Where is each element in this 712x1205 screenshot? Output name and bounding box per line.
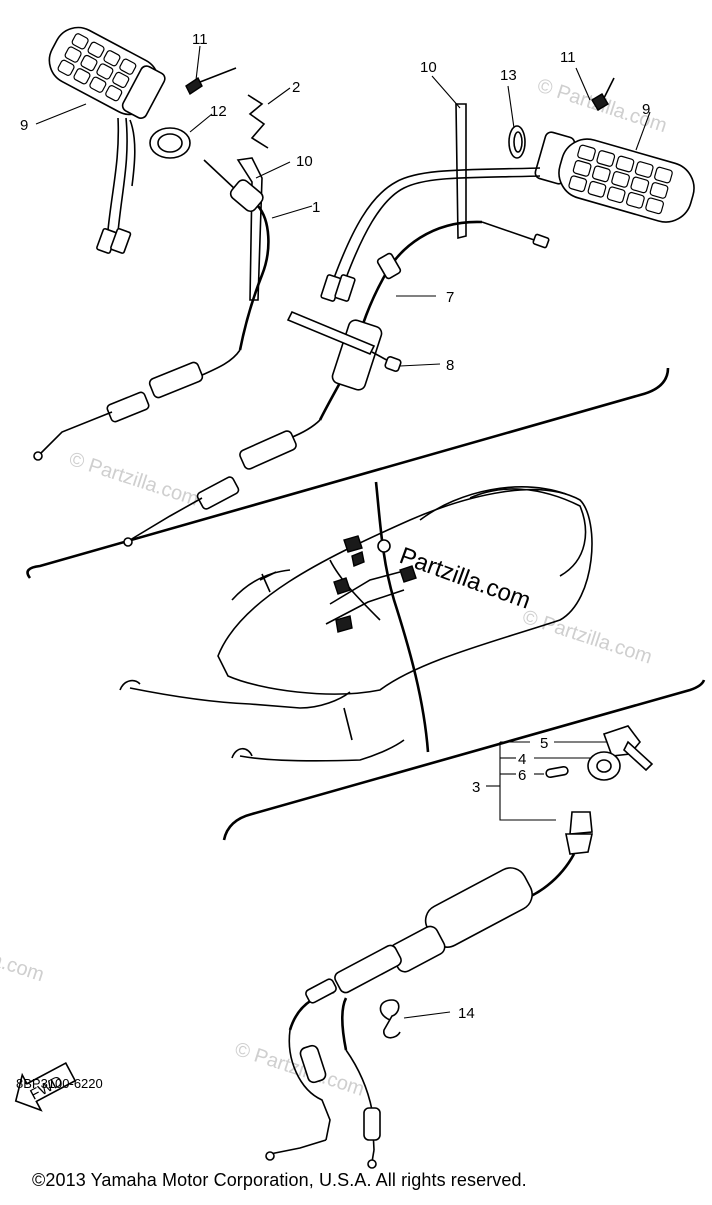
callout-number: 10 [296,153,313,170]
screw-part-11 [591,77,615,111]
callout-number: 6 [518,767,526,784]
switch-cable-assembly [265,811,593,1169]
leader-line [267,87,291,105]
grip-wire [107,117,120,231]
callout-number: 5 [540,735,548,752]
callout-number: 11 [560,49,576,66]
callout-number: 3 [472,779,480,796]
leader-line [399,363,441,367]
section-connector-line [374,481,430,753]
pin-part-6 [545,765,569,779]
throttle-cable-part-1 [33,159,270,461]
leader-line [635,111,651,151]
callout-number: 7 [446,289,454,306]
right-grip [534,131,695,223]
callout-number: 2 [292,79,300,96]
callout-number: 10 [420,59,437,76]
section-divider-bottom [222,679,706,841]
grip-wire [345,175,541,279]
leader-line [507,85,515,129]
clip-part-14 [379,999,401,1039]
snowmobile-illustration [119,486,593,762]
ring-part-13 [508,125,526,159]
leader-line [403,1011,451,1019]
bolt-part-8 [286,310,402,372]
grip-wire [117,117,128,233]
leader-line [35,103,87,125]
callout-number: 12 [210,103,227,120]
section-divider-top [26,367,670,579]
wire-connector [334,274,356,302]
callout-number: 9 [20,117,28,134]
left-grip [48,26,166,119]
cable-tie-part-10 [455,103,467,240]
bracket-part-3 [499,742,556,821]
callout-number: 4 [518,751,526,768]
screw-part-11 [185,67,237,96]
cable-tie-part-10 [236,157,263,301]
grip-wire [129,119,136,187]
watermark-faint: © Partzilla.com [0,924,47,987]
callout-number: 9 [642,101,650,118]
cable-part-7 [123,220,550,547]
knob-part-5 [602,725,654,772]
nut-part-4 [587,751,621,781]
leader-line [271,205,313,219]
leader-line [189,113,213,133]
leader-line [195,45,201,81]
grip-wire [333,167,541,279]
callout-number: 8 [446,357,454,374]
watermark-logo-circle [377,539,391,553]
watermark-faint: © Partzilla.com [66,448,201,511]
diagram-code: 8BP3100-6220 [16,1076,103,1091]
watermark-faint: © Partzilla.com [520,606,655,669]
leader-line [575,67,591,101]
callout-number: 14 [458,1005,475,1022]
ring-part-12 [149,127,191,159]
wire-connector [110,227,132,254]
fwd-arrow-icon [14,1062,77,1112]
callout-number: 1 [312,199,320,216]
clip-part-2 [247,94,269,149]
leader-line [255,161,291,179]
callout-number: 13 [500,67,517,84]
callout-number: 11 [192,31,208,48]
leader-line [431,75,461,109]
copyright-notice: ©2013 Yamaha Motor Corporation, U.S.A. A… [32,1170,527,1190]
